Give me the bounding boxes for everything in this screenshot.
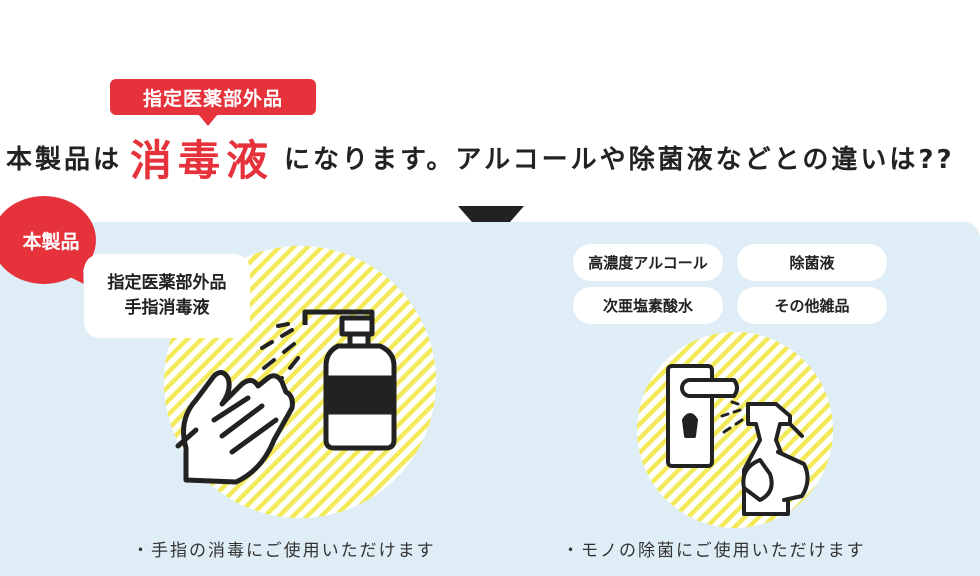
right-caption: ・モノの除菌にご使用いただけます [562, 541, 866, 561]
hands-icon [175, 370, 295, 485]
headline-prefix: 本製品は [6, 144, 123, 175]
callout-line-2: 手指消毒液 [124, 298, 210, 318]
headline-emphasis: 消毒液 [130, 135, 275, 185]
left-caption: ・手指の消毒にご使用いただけます [132, 541, 436, 561]
pill-other-goods: その他雑品 [737, 287, 887, 324]
pill-disinfectant: 除菌液 [737, 244, 887, 281]
pill-high-alcohol: 高濃度アルコール [573, 244, 723, 281]
product-callout: 指定医薬部外品 手指消毒液 [84, 254, 250, 338]
this-product-tag: 本製品 [0, 196, 96, 284]
headline-suffix: になります。アルコールや除菌液などとの違いは?? [284, 144, 955, 175]
door-handle-icon [666, 364, 739, 468]
pump-bottle-icon [302, 309, 397, 451]
callout-line-1: 指定医薬部外品 [107, 273, 227, 293]
spray-bottle-icon [741, 402, 810, 516]
headline: 本製品は 消毒液 になります。アルコールや除菌液などとの違いは?? [6, 125, 955, 189]
pill-hypochlorous-water: 次亜塩素酸水 [573, 287, 723, 324]
badge-pointer [198, 114, 218, 126]
quasi-drug-badge: 指定医薬部外品 [110, 79, 316, 115]
spray-dots-icon [720, 400, 744, 434]
